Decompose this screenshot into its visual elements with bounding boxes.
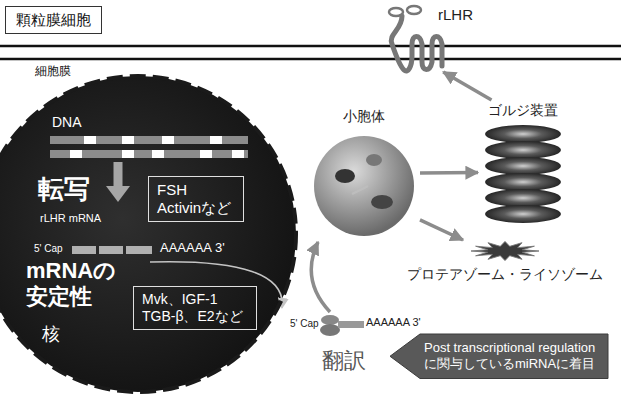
cap-label: 5' Cap [290, 318, 319, 330]
proteasome-burst [471, 241, 539, 260]
receptor-loop [407, 6, 421, 14]
organelle-label: ゴルジ装置 [478, 102, 568, 119]
mrna-segment [338, 321, 364, 328]
golgi-cisterna [485, 157, 561, 175]
dna-gene [122, 136, 134, 144]
dna-gene [162, 136, 174, 144]
dna-gene [200, 150, 212, 158]
dna-gene [232, 150, 244, 158]
nucleus-fill [0, 76, 296, 392]
receptor-label: rLHR [438, 6, 473, 24]
step-label: mRNAの 安定性 [26, 258, 130, 311]
dna-strand [50, 136, 248, 144]
protein-blob [366, 154, 382, 166]
flow-arrow [443, 72, 491, 100]
organelle-label: プロテアゾーム・ライソゾーム [400, 266, 610, 283]
receptor-node: rLHR [380, 2, 495, 72]
er-sphere [314, 136, 414, 236]
protein-blob [371, 195, 393, 209]
callout-arrow-shape [390, 334, 608, 379]
nucleus-outline [0, 76, 296, 392]
organelle-node: プロテアゾーム・ライソゾーム [400, 240, 610, 290]
golgi-cisterna [485, 125, 561, 143]
protein-blob [335, 169, 355, 183]
dna-label: DNA [52, 114, 82, 131]
factor-box: FSH Activinなど [148, 176, 244, 222]
dna-gene [122, 150, 134, 158]
ribosome-symbol [320, 324, 340, 336]
title-text: 顆粒膜細胞 [16, 11, 91, 29]
flow-arrow [420, 171, 478, 175]
receptor-symbol [391, 16, 442, 71]
step-label: 転写 [38, 174, 90, 205]
golgi-cisterna [485, 173, 561, 191]
organelle-node: ゴルジ装置 [478, 100, 568, 232]
dna-gene [152, 150, 164, 158]
ribosome-symbol [321, 315, 339, 325]
dna-gene [70, 150, 82, 158]
polya-label: AAAAAA 3' [160, 240, 225, 256]
factor-text: FSH Activinなど [157, 181, 235, 217]
step-label: 翻訳 [322, 348, 366, 374]
nucleus-circle: 核 FSH Activinなど Mvk、IGF-1 TGB-β、E2など [0, 74, 298, 394]
dna-strand [50, 150, 248, 158]
nucleus-label: 核 [42, 324, 60, 346]
cell-membrane [0, 45, 621, 48]
mrna-segment [99, 246, 123, 254]
factor-text: Mvk、IGF-1 TGB-β、E2など [142, 291, 248, 325]
membrane-label: 細胞膜 [35, 64, 71, 78]
organelle-label: 小胞体 [308, 108, 420, 125]
folding-arrow [352, 186, 368, 194]
transport-arrow [311, 242, 330, 312]
cap-label: 5' Cap [34, 243, 63, 255]
dna-gene [210, 136, 222, 144]
cell-membrane [0, 58, 621, 61]
golgi-cisterna [485, 205, 561, 223]
mrna-label: rLHR mRNA [40, 212, 101, 225]
mrna-segment [72, 246, 96, 254]
organelle-node: 小胞体 [308, 106, 420, 240]
golgi-cisterna [485, 189, 561, 207]
callout-text: Post transcriptional regulationに関与しているmi… [424, 340, 600, 373]
factor-box: Mvk、IGF-1 TGB-β、E2など [133, 286, 257, 330]
nucleus-outline [0, 74, 298, 394]
callout-arrow-box: Post transcriptional regulationに関与しているmi… [390, 334, 608, 379]
transcription-arrow [114, 162, 123, 188]
flow-arrow [420, 220, 463, 240]
title-box: 顆粒膜細胞 [5, 6, 102, 34]
golgi-cisterna [485, 141, 561, 159]
dna-gene [84, 136, 96, 144]
polya-label: AAAAAA 3' [366, 316, 421, 329]
transcription-arrow [106, 186, 130, 202]
mrna-segment [126, 246, 152, 254]
